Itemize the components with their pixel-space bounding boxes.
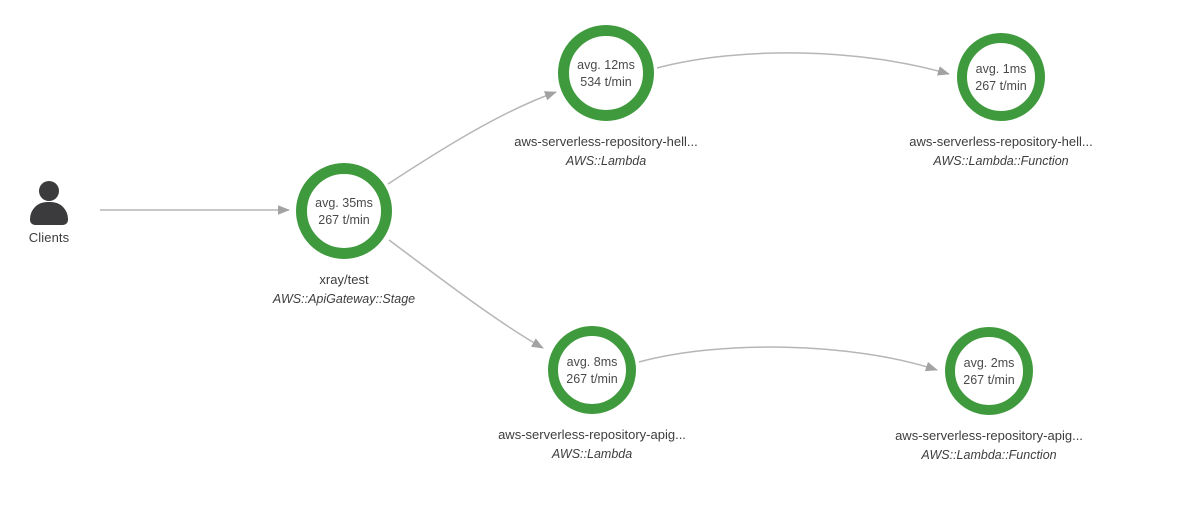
node-metrics: avg. 35ms 267 t/min — [296, 163, 392, 259]
node-label-group: aws-serverless-repository-hell...AWS::La… — [909, 134, 1093, 170]
node-metrics: avg. 1ms 267 t/min — [957, 33, 1045, 121]
service-node-lambda-apig[interactable]: avg. 8ms 267 t/min aws-serverless-reposito… — [498, 326, 686, 461]
node-health-ring — [296, 163, 392, 259]
node-throughput: 267 t/min — [566, 371, 618, 386]
node-resource-type: AWS::ApiGateway::Stage — [272, 292, 416, 307]
node-latency: avg. 1ms — [975, 61, 1027, 76]
node-title: aws-serverless-repository-apig... — [498, 427, 686, 442]
client-actor-label: Clients — [28, 230, 70, 245]
person-icon-body — [30, 202, 68, 225]
node-resource-type: AWS::Lambda::Function — [933, 154, 1069, 169]
person-icon-head — [39, 181, 59, 201]
edge-lambda-apig-to-function — [638, 346, 938, 372]
node-title: aws-serverless-repository-hell... — [909, 134, 1093, 149]
node-label-group: aws-serverless-repository-hell...AWS::La… — [514, 134, 698, 170]
node-health-ring — [957, 33, 1045, 121]
node-metrics: avg. 8ms 267 t/min — [548, 326, 636, 414]
node-metrics: avg. 2ms 267 t/min — [945, 327, 1033, 415]
node-resource-type: AWS::Lambda — [551, 447, 633, 462]
node-latency: avg. 2ms — [963, 355, 1015, 370]
node-title: aws-serverless-repository-hell... — [514, 134, 698, 149]
node-throughput: 267 t/min — [963, 372, 1015, 387]
node-resource-type: AWS::Lambda — [565, 154, 647, 169]
node-latency: avg. 12ms — [577, 57, 635, 72]
node-metrics: avg. 12ms 534 t/min — [558, 25, 654, 121]
node-label-group: aws-serverless-repository-apig...AWS::La… — [895, 428, 1083, 464]
node-latency: avg. 8ms — [566, 354, 618, 369]
service-node-lambda-hello-function[interactable]: avg. 1ms 267 t/min aws-serverless-reposito… — [909, 33, 1093, 168]
node-latency: avg. 35ms — [315, 195, 373, 210]
node-throughput: 267 t/min — [318, 212, 370, 227]
node-title: aws-serverless-repository-apig... — [895, 428, 1083, 443]
node-health-ring — [558, 25, 654, 121]
service-node-lambda-apig-function[interactable]: avg. 2ms 267 t/min aws-serverless-reposito… — [895, 327, 1083, 462]
node-throughput: 534 t/min — [580, 74, 632, 89]
node-health-ring — [548, 326, 636, 414]
person-icon — [1, 181, 97, 225]
node-resource-type: AWS::Lambda::Function — [921, 448, 1057, 463]
node-throughput: 267 t/min — [975, 78, 1027, 93]
service-node-lambda-hello[interactable]: avg. 12ms 534 t/min aws-serverless-reposit… — [514, 25, 698, 168]
node-title: xray/test — [319, 272, 369, 287]
node-health-ring — [945, 327, 1033, 415]
node-label-group: aws-serverless-repository-apig...AWS::La… — [498, 427, 686, 463]
edge-lambda-hello-to-function — [656, 52, 950, 76]
client-actor[interactable]: Clients — [1, 181, 97, 245]
